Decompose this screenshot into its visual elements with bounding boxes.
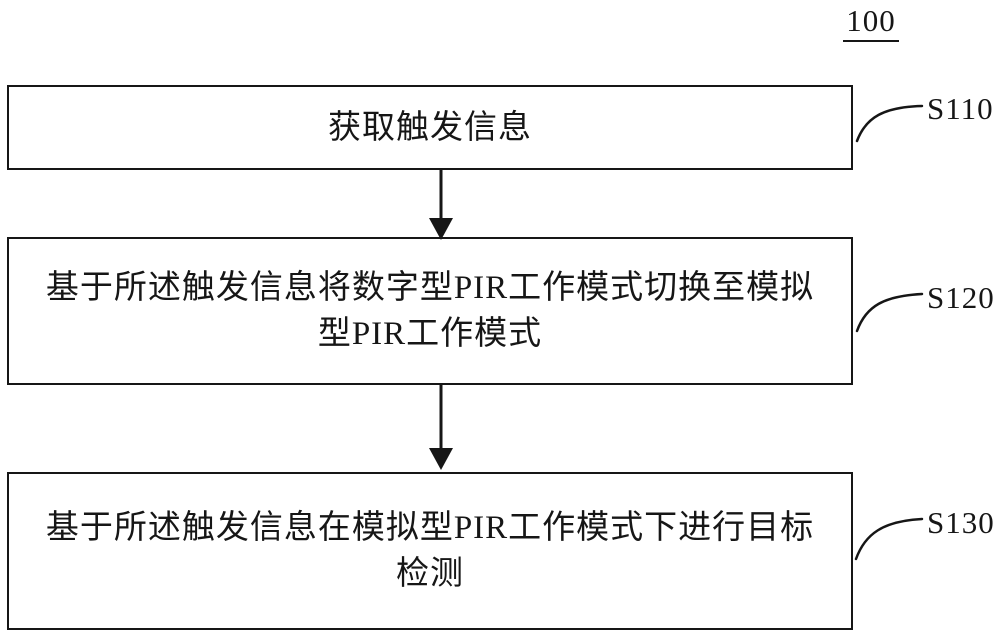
leader-curve-s110 bbox=[855, 104, 924, 143]
step-text-line: 获取触发信息 bbox=[328, 109, 532, 146]
step-text-s130: 基于所述触发信息在模拟型PIR工作模式下进行目标 检测 bbox=[46, 505, 814, 597]
step-text-line: 检测 bbox=[395, 556, 464, 592]
step-text-s120: 基于所述触发信息将数字型PIR工作模式切换至模拟 型PIR工作模式 bbox=[46, 265, 814, 357]
leader-curve-s120 bbox=[855, 292, 924, 333]
step-text-line: 基于所述触发信息将数字型PIR工作模式切换至模拟 bbox=[45, 270, 815, 306]
step-box-s130: 基于所述触发信息在模拟型PIR工作模式下进行目标 检测 bbox=[7, 472, 853, 630]
step-text-line: 型PIR工作模式 bbox=[317, 316, 543, 352]
step-label-s120: S120 bbox=[927, 280, 995, 315]
step-label-s110: S110 bbox=[927, 91, 994, 126]
step-label-s130: S130 bbox=[927, 505, 995, 540]
flow-arrow-2-head-icon bbox=[429, 448, 453, 470]
leader-curve-s130 bbox=[854, 517, 924, 561]
step-text-line: 基于所述触发信息在模拟型PIR工作模式下进行目标 bbox=[45, 510, 815, 546]
step-box-s120: 基于所述触发信息将数字型PIR工作模式切换至模拟 型PIR工作模式 bbox=[7, 237, 853, 385]
step-text-s110: 获取触发信息 bbox=[328, 105, 532, 151]
figure-number: 100 bbox=[843, 3, 899, 42]
step-box-s110: 获取触发信息 bbox=[7, 85, 853, 170]
